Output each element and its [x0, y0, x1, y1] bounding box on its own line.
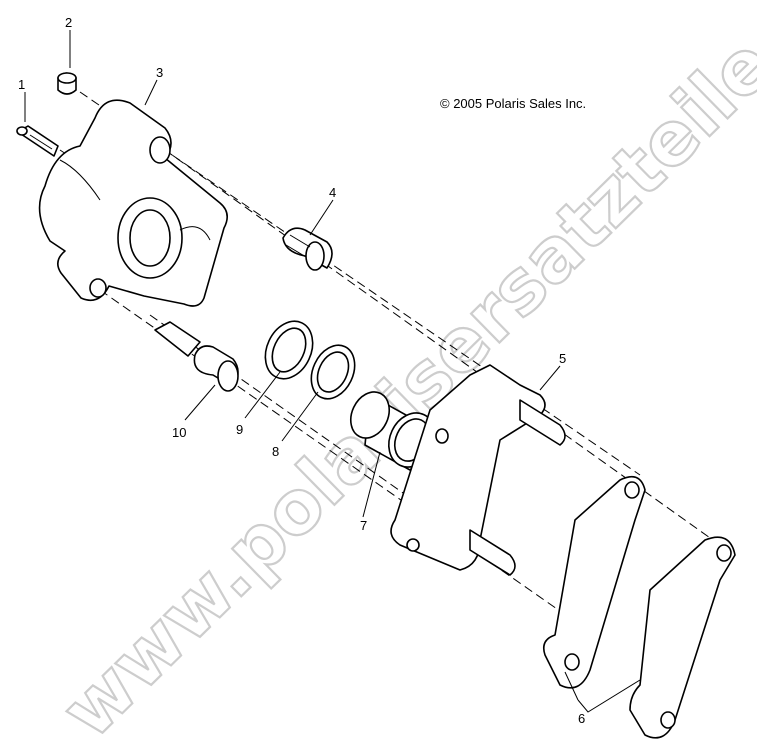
part-3-caliper-body: [38, 99, 228, 307]
leader-lines: [24, 30, 641, 713]
part-6-brake-pads: [542, 475, 736, 739]
part-9-seal: [264, 320, 314, 380]
callout-5: 5: [559, 351, 566, 366]
part-1-bleeder-screw: [16, 125, 59, 157]
callout-4: 4: [329, 185, 336, 200]
callout-1: 1: [18, 77, 25, 92]
callout-3: 3: [156, 65, 163, 80]
copyright-notice: © 2005 Polaris Sales Inc.: [440, 96, 586, 111]
callout-9: 9: [236, 422, 243, 437]
callout-7: 7: [360, 518, 367, 533]
callout-8: 8: [272, 444, 279, 459]
part-10-slide-pin: [154, 321, 239, 392]
callout-2: 2: [65, 15, 72, 30]
part-4-boot: [282, 227, 333, 271]
part-5-bracket: [390, 364, 566, 576]
part-2-cap: [57, 72, 77, 95]
callout-10: 10: [172, 425, 186, 440]
callout-6: 6: [578, 711, 585, 726]
part-8-seal: [310, 344, 356, 400]
